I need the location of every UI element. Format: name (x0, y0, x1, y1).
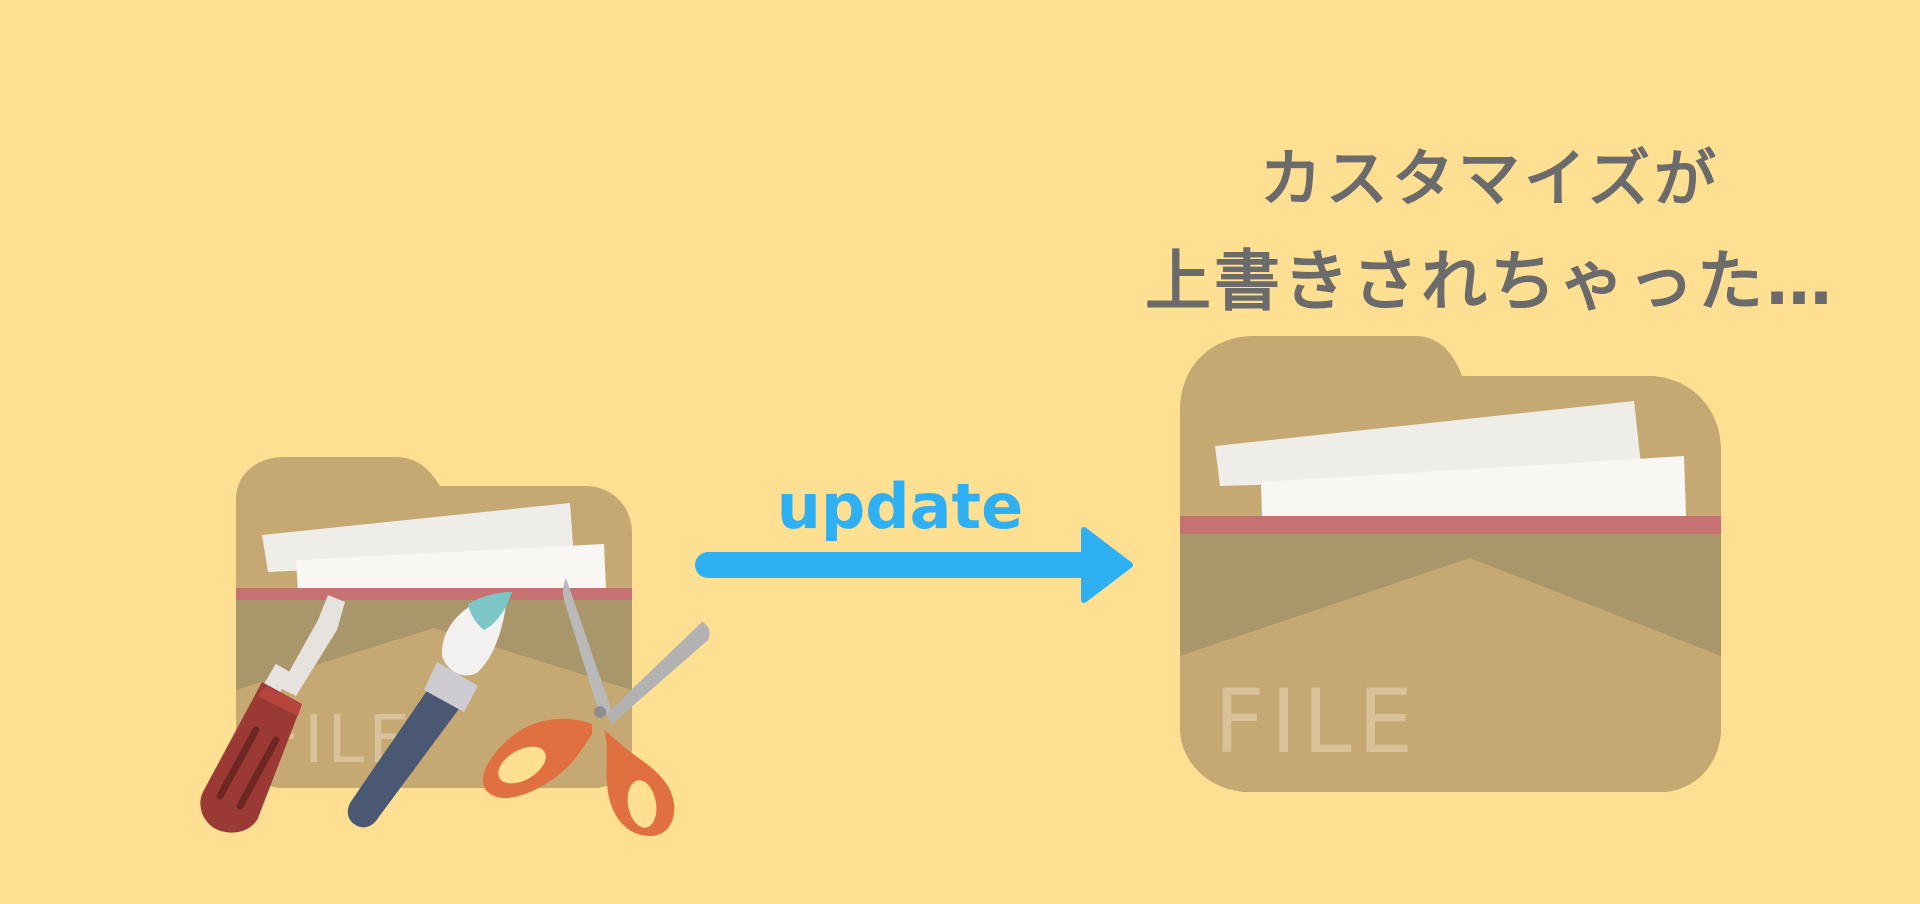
screwdriver-icon (200, 595, 345, 833)
paintbrush-icon (347, 592, 512, 828)
update-label: update (776, 470, 1024, 543)
folder-after-label: FILE (1214, 670, 1419, 773)
arrow-icon (695, 527, 1133, 603)
folder-after-icon: FILE (1180, 336, 1721, 792)
scissors-icon (482, 578, 710, 836)
caption-line-2: 上書きされちゃった… (1145, 243, 1835, 320)
caption-line-1: カスタマイズが (1259, 142, 1721, 215)
